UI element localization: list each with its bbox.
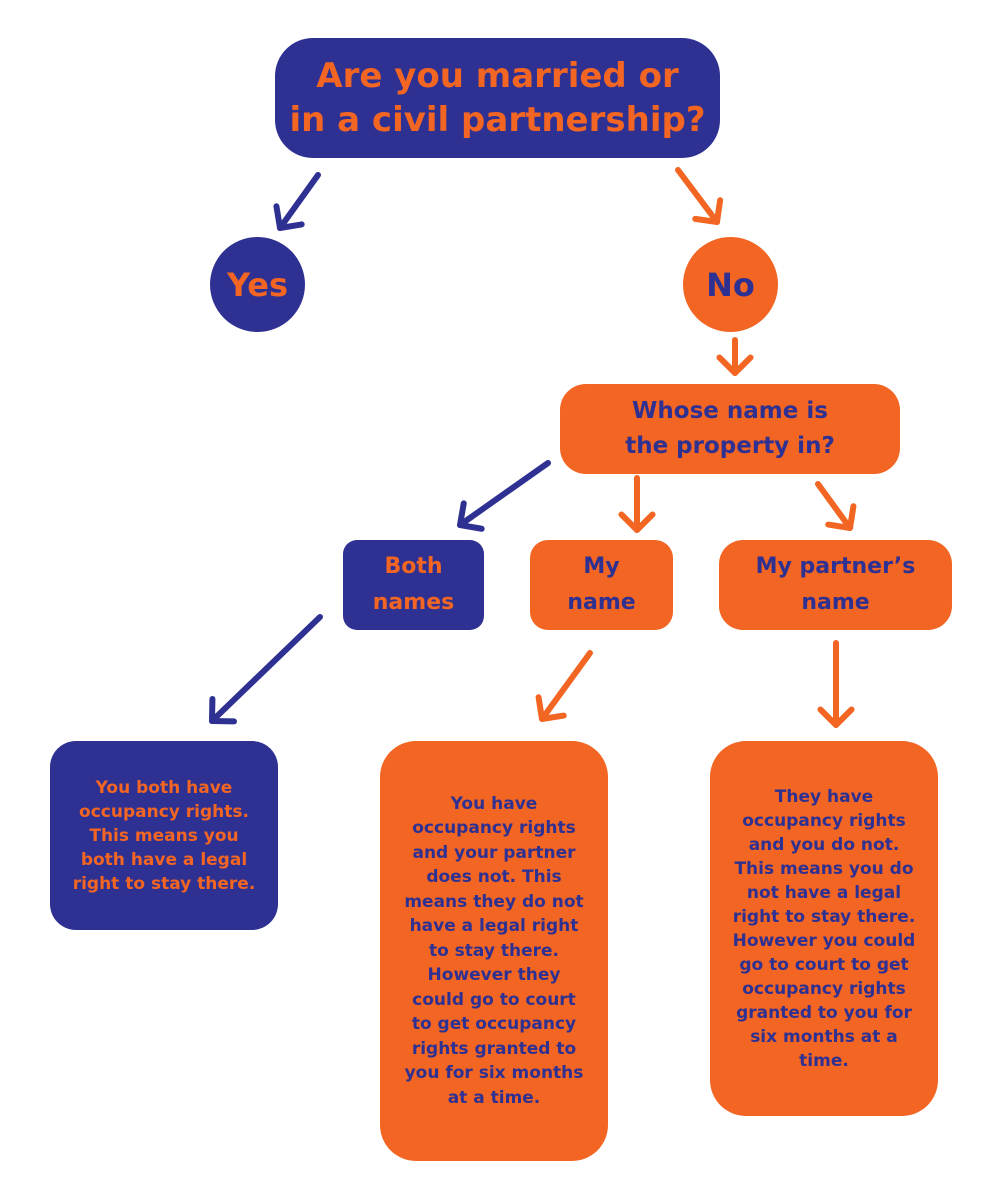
- outcome-partner-name: They have occupancy rights and you do no…: [710, 741, 938, 1116]
- arrow-no-to-property-question: [716, 337, 754, 376]
- question-whose-name-property: Whose name is the property in?: [560, 384, 900, 474]
- question-married-or-civil-partnership: Are you married or in a civil partnershi…: [275, 38, 720, 158]
- option-both-names: Both names: [343, 540, 484, 630]
- arrow-my-name-to-answer: [535, 650, 593, 722]
- answer-no-node: No: [683, 237, 778, 332]
- answer-yes-node: Yes: [210, 237, 305, 332]
- arrow-property-to-partner-name: [815, 481, 857, 531]
- arrow-question-to-yes: [273, 172, 321, 231]
- outcome-my-name: You have occupancy rights and your partn…: [380, 741, 608, 1161]
- arrow-both-names-to-answer: [209, 614, 323, 725]
- option-partner-name: My partner’s name: [719, 540, 952, 630]
- outcome-both-names: You both have occupancy rights. This mea…: [50, 741, 278, 930]
- arrow-question-to-no: [675, 167, 724, 225]
- option-my-name: My name: [530, 540, 673, 630]
- arrow-partner-name-to-answer: [817, 640, 855, 728]
- arrow-property-to-my-name: [618, 475, 656, 533]
- arrow-property-to-both-names: [457, 460, 551, 532]
